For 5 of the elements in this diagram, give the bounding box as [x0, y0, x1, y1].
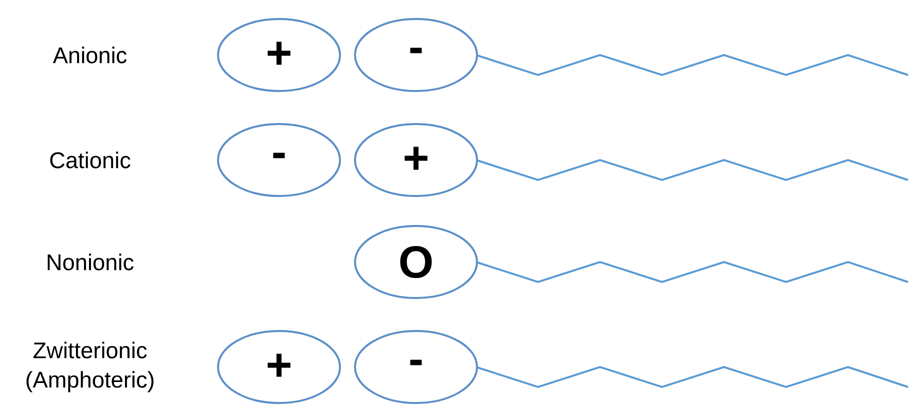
row-label: Cationic [50, 152, 130, 168]
node-label: - [410, 360, 422, 366]
row-label: Anionic [52, 46, 127, 64]
row-label: Nonionic [48, 254, 134, 270]
row-label: Zwitterionic (Amphoteric) [26, 342, 154, 392]
